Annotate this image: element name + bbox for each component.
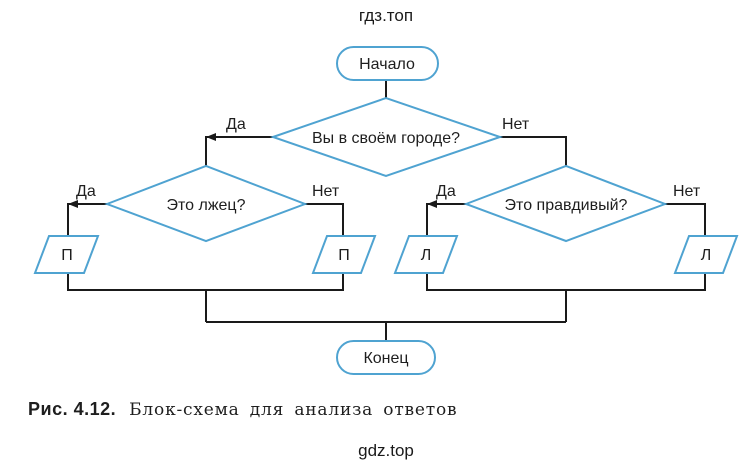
label-main-no: Нет — [502, 116, 530, 133]
output-right-no-label: Л — [701, 247, 712, 264]
label-right-yes: Да — [436, 183, 456, 200]
connector-main-no — [500, 136, 567, 166]
connector-left-join — [67, 273, 344, 291]
end-shape — [336, 340, 436, 375]
start-shape — [336, 46, 439, 81]
output-right-no: Л — [673, 235, 739, 274]
end-terminal: Конец — [336, 340, 436, 375]
connector-left-yes — [67, 203, 107, 236]
label-left-no: Нет — [312, 183, 340, 200]
end-label: Конец — [363, 350, 408, 367]
decision-right-label: Это правдивый? — [505, 197, 628, 214]
output-left-no-shape — [311, 235, 377, 274]
output-left-yes-shape — [33, 235, 100, 274]
decision-left-label: Это лжец? — [167, 197, 246, 214]
arrow-main-yes — [206, 133, 216, 141]
watermark-top: гдз.топ — [358, 6, 414, 25]
decision-left-shape — [104, 164, 308, 243]
arrow-right-yes — [427, 200, 437, 208]
connector-left-no — [305, 203, 344, 236]
figure-caption: Рис. 4.12. Блок-схема для анализа ответо… — [28, 399, 457, 420]
start-label: Начало — [359, 56, 415, 73]
label-main-yes: Да — [226, 116, 246, 133]
decision-main: Вы в своём городе? — [269, 96, 504, 178]
label-left-yes: Да — [76, 183, 96, 200]
connector-right-join — [426, 273, 706, 291]
connector-main-yes — [205, 136, 273, 166]
output-right-yes-shape — [393, 235, 459, 274]
output-right-yes-label: Л — [421, 247, 432, 264]
arrow-left-yes — [68, 200, 78, 208]
connectors — [67, 80, 706, 341]
connector-right-yes — [426, 203, 466, 236]
decision-right: Это правдивый? — [463, 164, 668, 243]
output-left-no-label: П — [338, 247, 350, 264]
decision-right-shape — [463, 164, 668, 243]
decision-left: Это лжец? — [104, 164, 308, 243]
output-right-yes: Л — [393, 235, 459, 274]
output-left-no: П — [311, 235, 377, 274]
start-terminal: Начало — [336, 46, 439, 81]
output-left-yes-label: П — [61, 247, 73, 264]
figure-number: Рис. 4.12. — [28, 399, 117, 419]
watermark-bottom: gdz.top — [358, 441, 414, 460]
output-left-yes: П — [33, 235, 100, 274]
decision-main-shape — [269, 96, 504, 178]
output-right-no-shape — [673, 235, 739, 274]
decision-main-label: Вы в своём городе? — [312, 130, 460, 147]
connector-right-no — [665, 203, 706, 236]
figure-caption-text: Блок-схема для анализа ответов — [129, 400, 458, 420]
label-right-no: Нет — [673, 183, 701, 200]
